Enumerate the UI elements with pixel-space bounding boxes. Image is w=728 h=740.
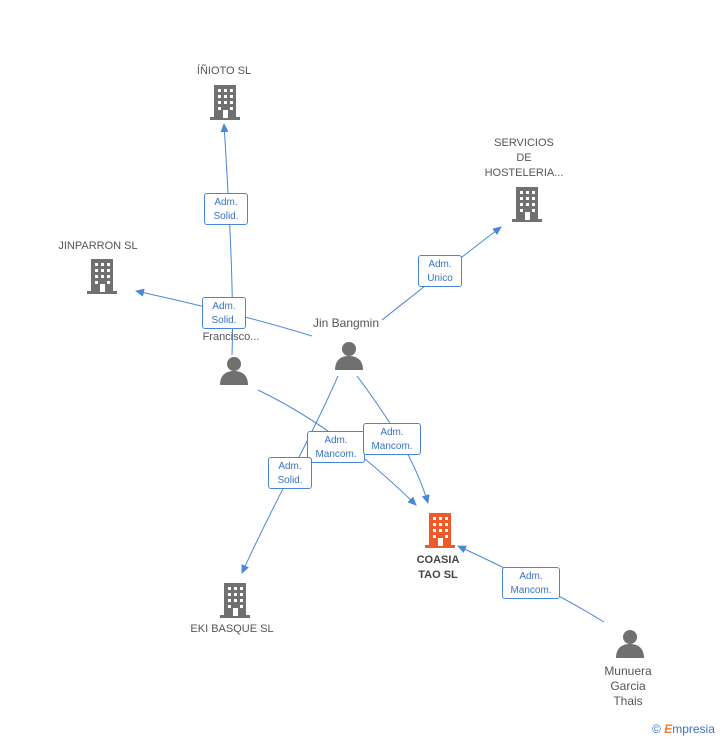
edge-badge-jin-jinparron[interactable]: Adm. Solid. bbox=[202, 297, 246, 329]
person-icon[interactable] bbox=[334, 340, 364, 370]
person-icon[interactable] bbox=[615, 628, 645, 658]
node-label-jinparron[interactable]: JINPARRON SL bbox=[58, 240, 138, 252]
edge-badge-munuera-coasia[interactable]: Adm. Mancom. bbox=[502, 567, 560, 599]
node-label-servicios[interactable]: SERVICIOS DE HOSTELERIA... bbox=[484, 137, 564, 179]
person-icon[interactable] bbox=[219, 355, 249, 385]
edge-badge-jin-coasia[interactable]: Adm. Mancom. bbox=[363, 423, 421, 455]
node-label-inioto[interactable]: ÍÑIOTO SL bbox=[196, 65, 252, 77]
building-icon[interactable] bbox=[209, 84, 241, 120]
building-icon[interactable] bbox=[511, 186, 543, 222]
edge-badge-jin-servicios[interactable]: Adm. Unico bbox=[418, 255, 462, 287]
edge-badge-francisco-coasia[interactable]: Adm. Mancom. bbox=[307, 431, 365, 463]
node-label-coasia[interactable]: COASIA TAO SL bbox=[416, 554, 460, 581]
brand-logo-text: mpresia bbox=[672, 722, 715, 736]
brand-logo-initial: E bbox=[664, 722, 673, 736]
node-label-eki[interactable]: EKI BASQUE SL bbox=[190, 623, 274, 635]
building-icon[interactable] bbox=[86, 258, 118, 294]
edge-badge-francisco-inioto[interactable]: Adm. Solid. bbox=[204, 193, 248, 225]
edge-francisco-inioto bbox=[220, 123, 234, 356]
building-icon[interactable] bbox=[219, 582, 251, 618]
node-label-jin[interactable]: Jin Bangmin bbox=[312, 316, 380, 330]
building-icon-focus[interactable] bbox=[424, 512, 456, 548]
copyright-icon: © bbox=[652, 722, 661, 736]
node-label-munuera[interactable]: Munuera Garcia Thais bbox=[604, 664, 652, 708]
brand-watermark: © Empresia bbox=[652, 722, 715, 736]
edge-badge-jin-eki[interactable]: Adm. Solid. bbox=[268, 457, 312, 489]
